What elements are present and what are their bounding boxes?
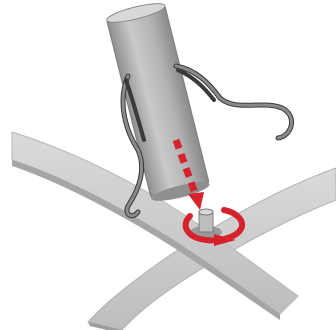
assembly-illustration [0, 0, 336, 330]
assembly-diagram [0, 0, 336, 330]
